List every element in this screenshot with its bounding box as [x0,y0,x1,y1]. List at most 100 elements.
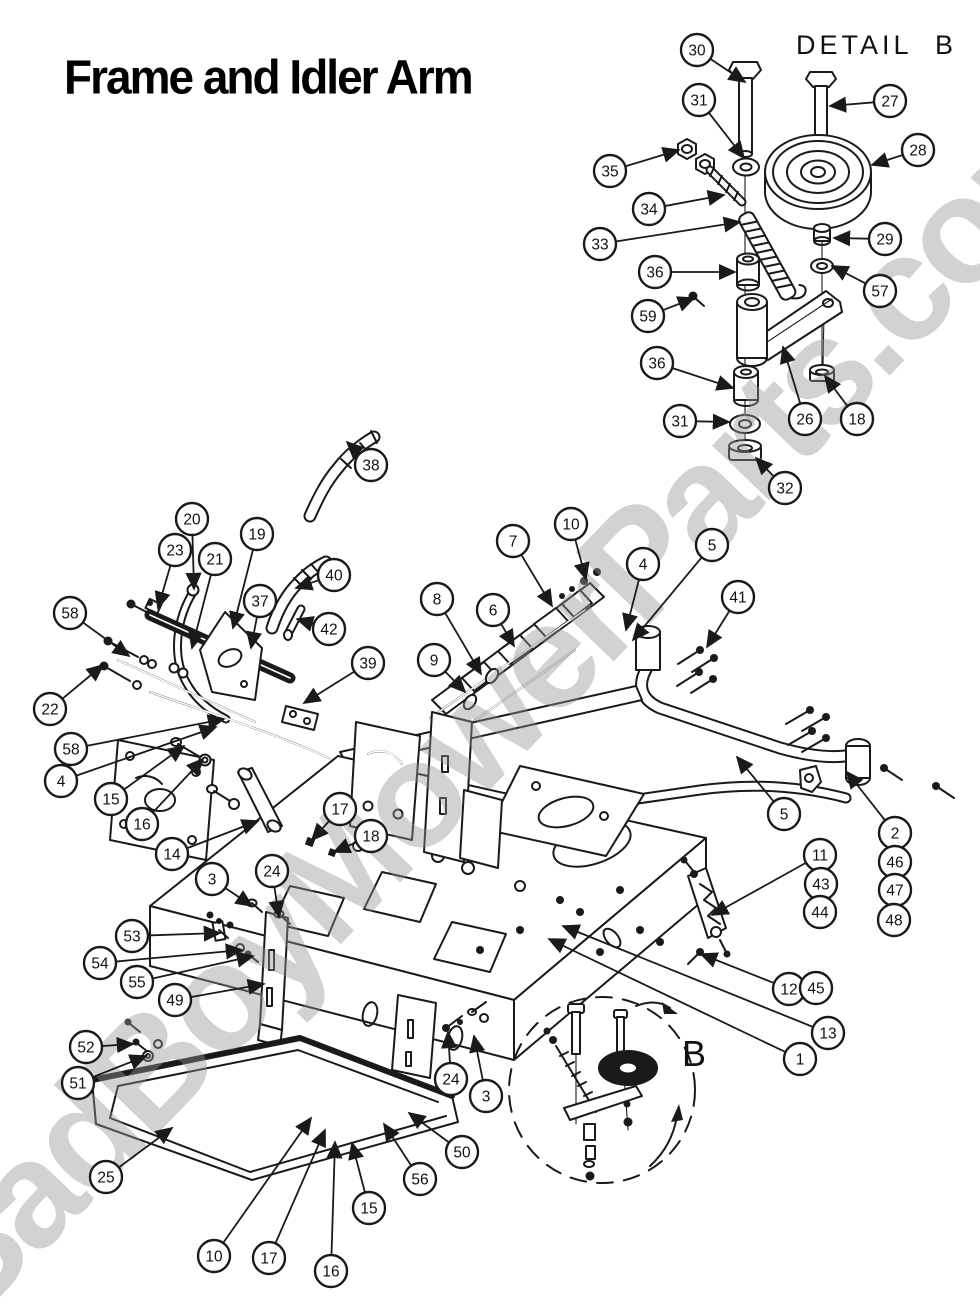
part-balloon-9[interactable]: 9 [416,642,452,678]
part-balloon-44[interactable]: 44 [802,894,838,930]
part-balloon-36[interactable]: 36 [637,254,673,290]
part-balloon-5[interactable]: 5 [694,527,730,563]
svg-text:50: 50 [453,1145,471,1162]
svg-text:5: 5 [780,807,789,824]
part-balloon-37[interactable]: 37 [242,583,278,619]
part-balloon-6[interactable]: 6 [475,592,511,628]
leader-line [348,1141,366,1193]
svg-text:57: 57 [871,284,888,301]
part-balloon-33[interactable]: 33 [582,226,618,262]
part-balloon-24[interactable]: 24 [433,1061,469,1097]
leader-line [383,1122,412,1167]
part-balloon-32[interactable]: 32 [767,470,803,506]
part-balloon-42[interactable]: 42 [311,611,347,647]
svg-text:56: 56 [411,1172,428,1189]
part-balloon-50[interactable]: 50 [444,1134,480,1170]
part-balloon-11[interactable]: 11 [802,837,838,873]
part-balloon-23[interactable]: 23 [157,532,193,568]
leader-line [520,554,553,608]
part-balloon-3[interactable]: 3 [468,1078,504,1114]
pulley-icon [598,1050,658,1086]
part-balloon-34[interactable]: 34 [631,191,667,227]
part-balloon-27[interactable]: 27 [872,83,908,119]
part-balloon-56[interactable]: 56 [402,1161,438,1197]
part-balloon-47[interactable]: 47 [877,872,913,908]
leader-line [75,724,218,777]
part-balloon-21[interactable]: 21 [197,541,233,577]
part-balloon-19[interactable]: 19 [239,516,275,552]
part-balloon-18[interactable]: 18 [839,401,875,437]
part-balloon-54[interactable]: 54 [82,945,118,981]
part-balloon-17[interactable]: 17 [322,791,358,827]
part-balloon-22[interactable]: 22 [32,691,68,727]
part-balloon-35[interactable]: 35 [592,153,628,189]
part-balloon-2[interactable]: 2 [877,815,913,851]
leader-line [440,1030,458,1064]
spring-icon [738,211,807,301]
part-balloon-45[interactable]: 45 [798,970,834,1006]
part-balloon-48[interactable]: 48 [876,902,912,938]
bushing-icon [736,252,760,292]
part-balloon-29[interactable]: 29 [867,221,903,257]
part-balloon-15[interactable]: 15 [93,781,129,817]
leader-line [695,413,731,430]
part-balloon-51[interactable]: 51 [60,1065,96,1101]
part-balloon-4[interactable]: 4 [625,546,661,582]
part-balloon-14[interactable]: 14 [154,836,190,872]
part-balloon-7[interactable]: 7 [495,523,531,559]
leader-line [823,374,849,407]
part-balloon-25[interactable]: 25 [88,1159,124,1195]
leader-line [188,574,212,650]
part-balloon-52[interactable]: 52 [68,1029,104,1065]
part-balloon-28[interactable]: 28 [900,132,936,168]
part-balloon-12[interactable]: 12 [771,971,807,1007]
svg-text:31: 31 [671,414,688,431]
leader-line [622,579,640,632]
leader-line [295,616,315,632]
part-balloon-18[interactable]: 18 [353,818,389,854]
part-balloon-16[interactable]: 16 [124,806,160,842]
part-balloon-53[interactable]: 53 [114,918,150,954]
part-balloon-13[interactable]: 13 [810,1015,846,1051]
part-balloon-40[interactable]: 40 [316,557,352,593]
part-balloon-4[interactable]: 4 [43,763,79,799]
part-balloon-49[interactable]: 49 [157,982,193,1018]
svg-text:38: 38 [362,458,379,475]
part-balloon-20[interactable]: 20 [174,501,210,537]
part-balloon-8[interactable]: 8 [419,581,455,617]
leader-line [310,820,330,842]
channel-bracket-icon [423,711,503,869]
part-balloon-39[interactable]: 39 [350,645,386,681]
part-balloon-16[interactable]: 16 [313,1253,349,1289]
part-balloon-10[interactable]: 10 [196,1238,232,1274]
svg-text:58: 58 [62,742,79,759]
part-balloon-15[interactable]: 15 [351,1190,387,1226]
part-balloon-46[interactable]: 46 [877,844,913,880]
leader-line [294,575,320,591]
svg-text:13: 13 [819,1026,836,1043]
part-balloon-3[interactable]: 3 [194,861,230,897]
part-balloon-5[interactable]: 5 [766,796,802,832]
part-balloon-57[interactable]: 57 [862,273,898,309]
part-balloon-26[interactable]: 26 [787,401,823,437]
part-balloon-10[interactable]: 10 [553,506,589,542]
svg-text:40: 40 [325,568,343,585]
part-balloon-36[interactable]: 36 [639,345,675,381]
part-balloon-30[interactable]: 30 [679,32,715,68]
part-balloon-1[interactable]: 1 [782,1041,818,1077]
leader-lines [61,58,904,1256]
part-balloon-58[interactable]: 58 [52,595,88,631]
svg-text:20: 20 [183,512,201,529]
part-balloon-38[interactable]: 38 [353,447,389,483]
detail-b-label: DETAIL B [796,30,958,60]
part-balloon-17[interactable]: 17 [251,1240,287,1276]
part-balloon-31[interactable]: 31 [681,82,717,118]
part-balloon-31[interactable]: 31 [662,403,698,439]
part-balloon-55[interactable]: 55 [119,964,155,1000]
svg-text:54: 54 [91,956,109,973]
part-balloon-59[interactable]: 59 [630,298,666,334]
part-balloon-24[interactable]: 24 [254,853,290,889]
part-balloon-41[interactable]: 41 [720,579,756,615]
part-balloon-58[interactable]: 58 [53,731,89,767]
